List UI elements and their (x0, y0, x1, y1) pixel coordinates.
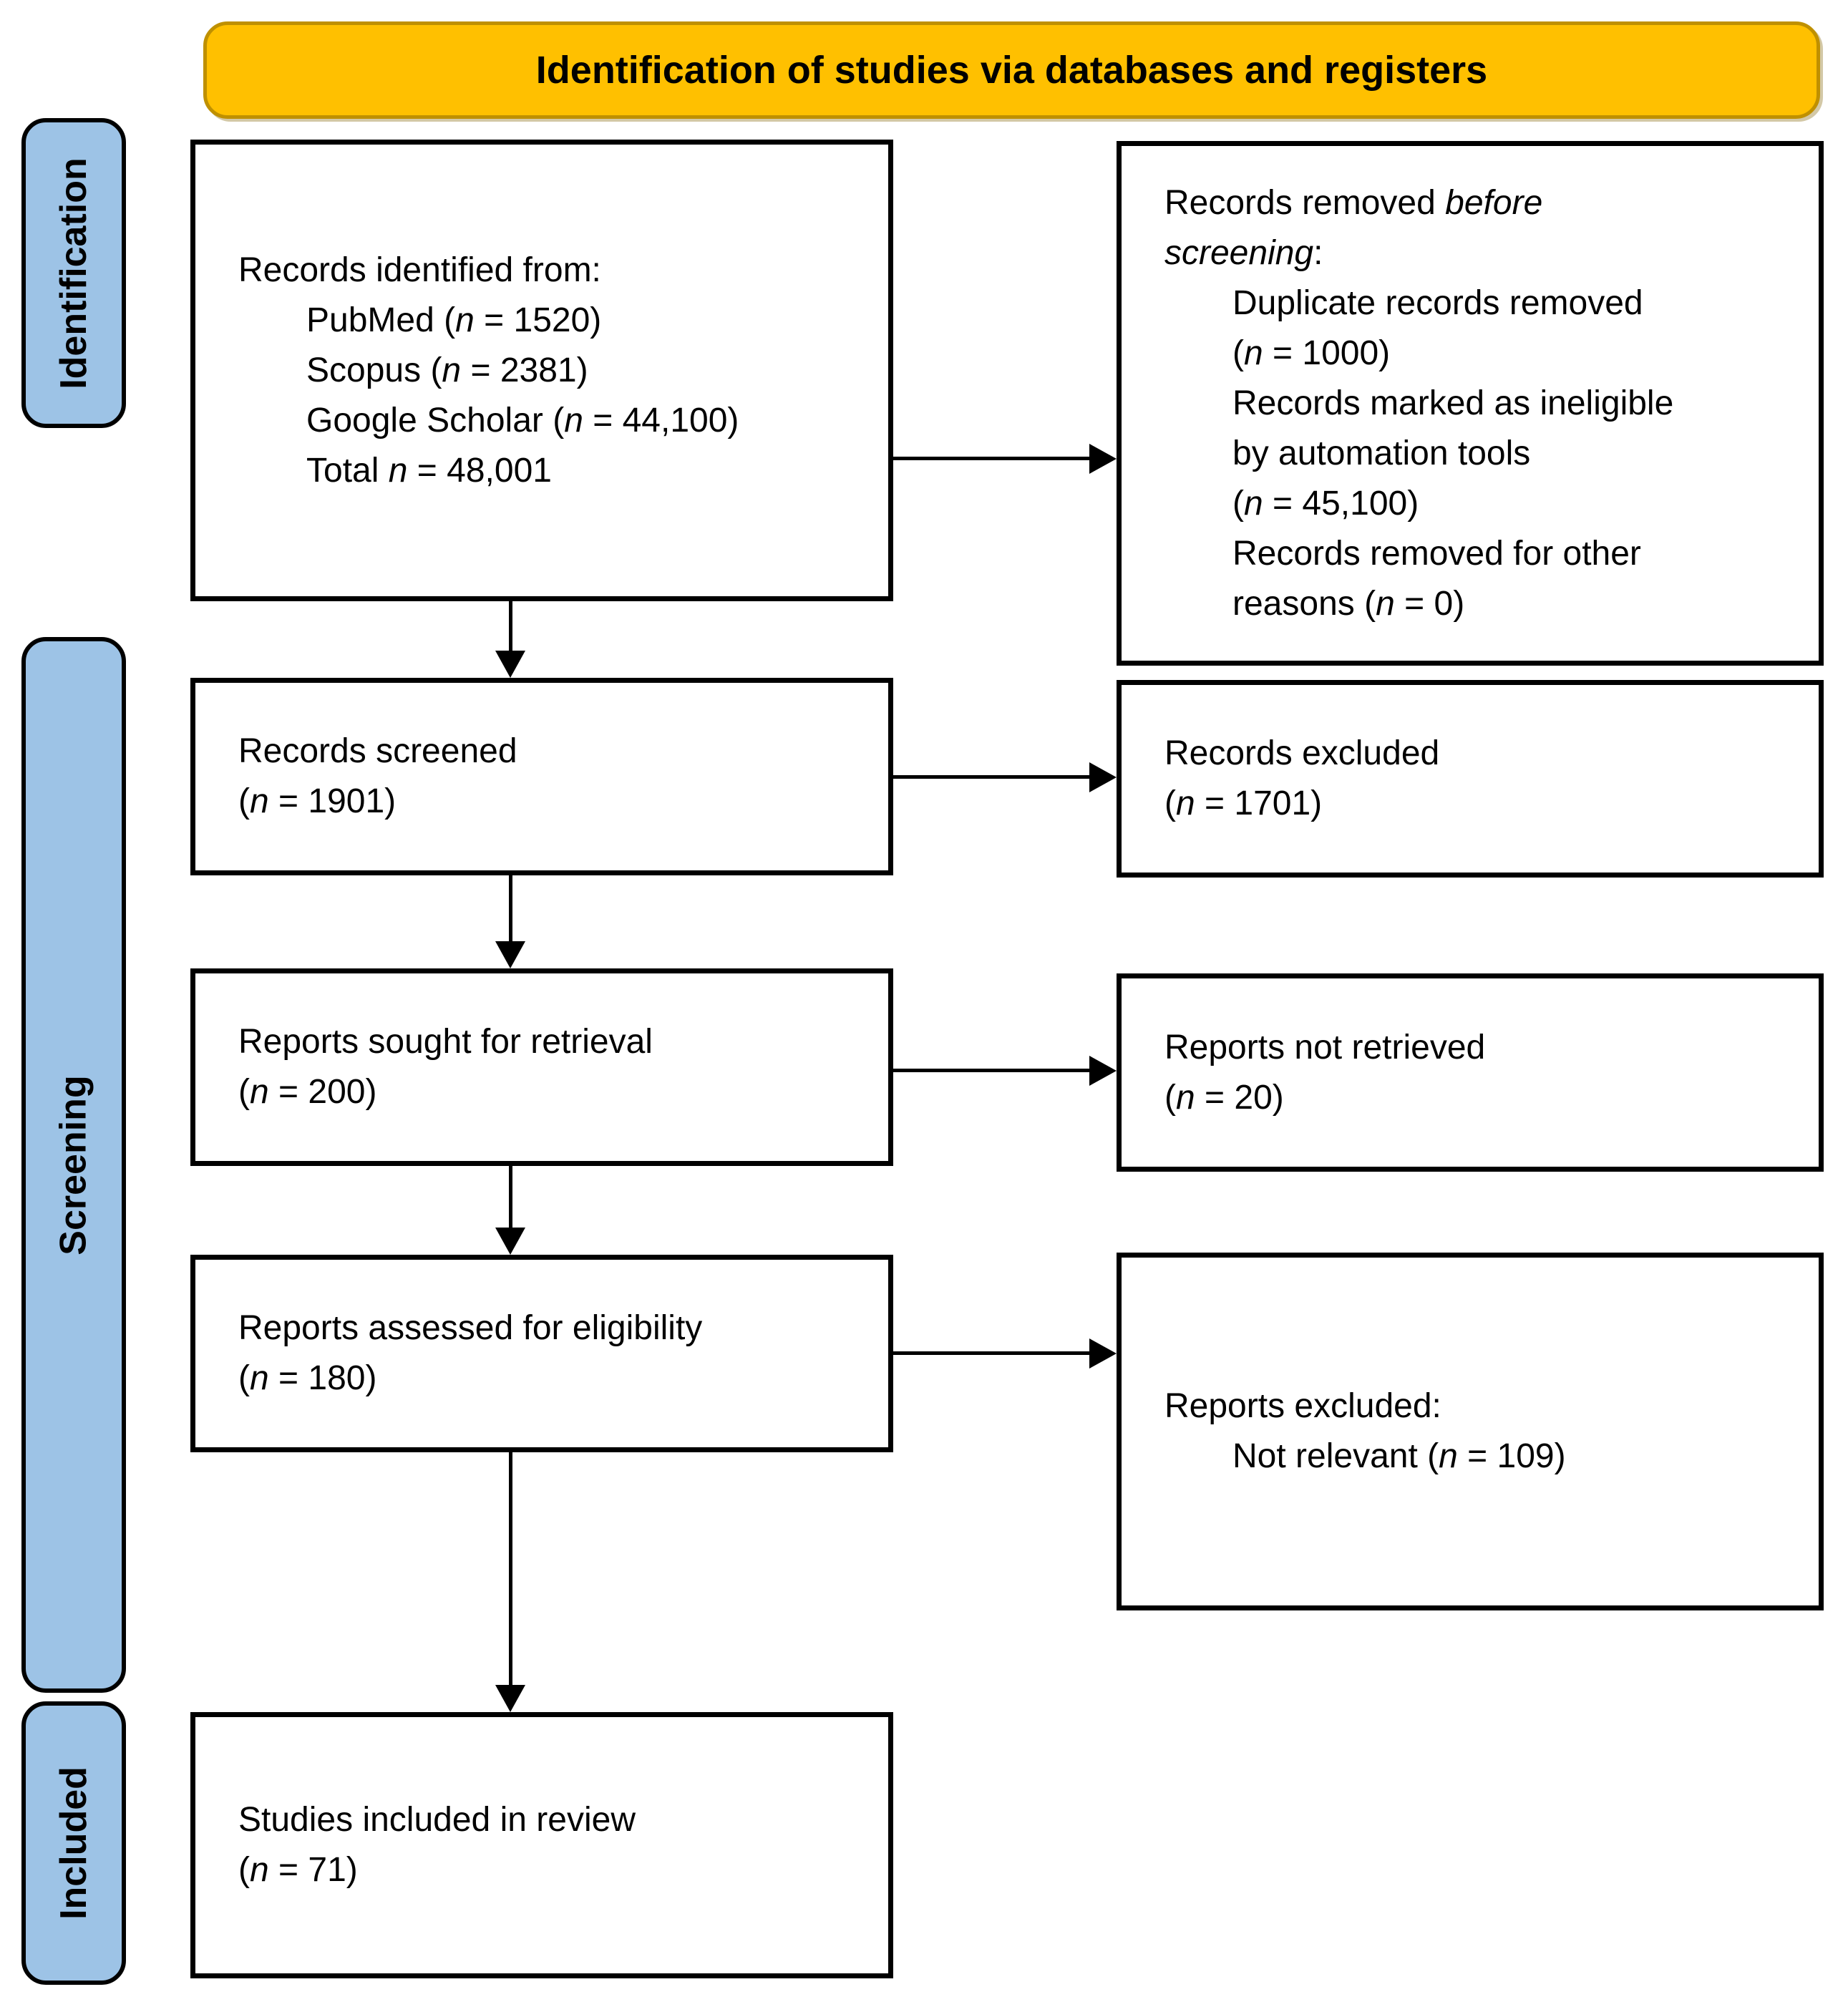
box-studies-included: Studies included in review (n = 71) (190, 1712, 893, 1978)
text-line: screening: (1164, 233, 1323, 272)
text-line: (n = 1000) (1232, 334, 1391, 372)
text-line: (n = 45,100) (1232, 484, 1419, 523)
box-reports-excluded: Reports excluded: Not relevant (n = 109) (1117, 1253, 1824, 1610)
arrow-assessed-to-included-line (509, 1449, 512, 1686)
arrow-screened-to-sought-head (495, 941, 525, 968)
text-line: (n = 200) (238, 1073, 377, 1111)
text-line: Records screened (238, 732, 517, 770)
text-line: Records marked as ineligible (1232, 384, 1674, 422)
box-reports-sought: Reports sought for retrieval (n = 200) (190, 968, 893, 1166)
arrow-identified-to-removed-line (893, 457, 1092, 460)
arrow-sought-to-notretrieved-head (1089, 1056, 1117, 1086)
box-records-screened: Records screened (n = 1901) (190, 678, 893, 875)
text-line: (n = 20) (1164, 1078, 1284, 1117)
text-line: Reports assessed for eligibility (238, 1309, 703, 1347)
text-line: by automation tools (1232, 434, 1531, 472)
stage-identification: Identification (21, 118, 126, 428)
arrow-identified-to-removed-head (1089, 444, 1117, 474)
stage-screening: Screening (21, 637, 126, 1693)
box-reports-assessed: Reports assessed for eligibility (n = 180… (190, 1255, 893, 1452)
arrow-sought-to-notretrieved-line (893, 1069, 1092, 1072)
arrow-identified-to-screened-line (509, 601, 512, 653)
text-line: reasons (n = 0) (1232, 584, 1465, 623)
arrow-assessed-to-reportsexcluded-line (893, 1351, 1092, 1355)
text-line: Total n = 48,001 (306, 451, 552, 490)
text-line: Reports sought for retrieval (238, 1023, 653, 1061)
box-records-identified: Records identified from: PubMed (n = 1520… (190, 140, 893, 601)
stage-identification-label: Identification (53, 157, 94, 389)
text-line: (n = 180) (238, 1359, 377, 1397)
arrow-assessed-to-included-head (495, 1685, 525, 1712)
text-line: Studies included in review (238, 1801, 636, 1839)
text-line: Reports excluded: (1164, 1387, 1441, 1425)
arrow-screened-to-sought-line (509, 875, 512, 943)
text-line: Records removed for other (1232, 534, 1641, 573)
banner-title: Identification of studies via databases … (535, 49, 1488, 92)
box-records-excluded: Records excluded (n = 1701) (1117, 680, 1824, 878)
text-line: Scopus (n = 2381) (306, 351, 588, 389)
text-line: (n = 1901) (238, 782, 397, 820)
text-line: PubMed (n = 1520) (306, 301, 602, 339)
arrow-assessed-to-reportsexcluded-head (1089, 1338, 1117, 1369)
stage-screening-label: Screening (53, 1074, 95, 1255)
text-line: Reports not retrieved (1164, 1028, 1486, 1066)
banner: Identification of studies via databases … (203, 21, 1820, 119)
text-line: (n = 71) (238, 1851, 358, 1889)
text-line: (n = 1701) (1164, 784, 1323, 822)
text-line: Records excluded (1164, 734, 1440, 772)
arrow-sought-to-assessed-line (509, 1165, 512, 1229)
text-line: Not relevant (n = 109) (1232, 1437, 1566, 1475)
arrow-screened-to-excluded-head (1089, 762, 1117, 792)
arrow-identified-to-screened-head (495, 651, 525, 678)
text-line: Google Scholar (n = 44,100) (306, 401, 739, 439)
text-line: Records identified from: (238, 251, 601, 289)
text-line: Records removed before (1164, 183, 1543, 222)
stage-included: Included (21, 1701, 126, 1985)
stage-included-label: Included (53, 1766, 95, 1920)
arrow-screened-to-excluded-line (893, 775, 1092, 779)
box-reports-not-retrieved: Reports not retrieved (n = 20) (1117, 973, 1824, 1172)
text-line: Duplicate records removed (1232, 283, 1643, 322)
arrow-sought-to-assessed-head (495, 1228, 525, 1255)
box-records-removed: Records removed before screening: Duplicat… (1117, 141, 1824, 666)
